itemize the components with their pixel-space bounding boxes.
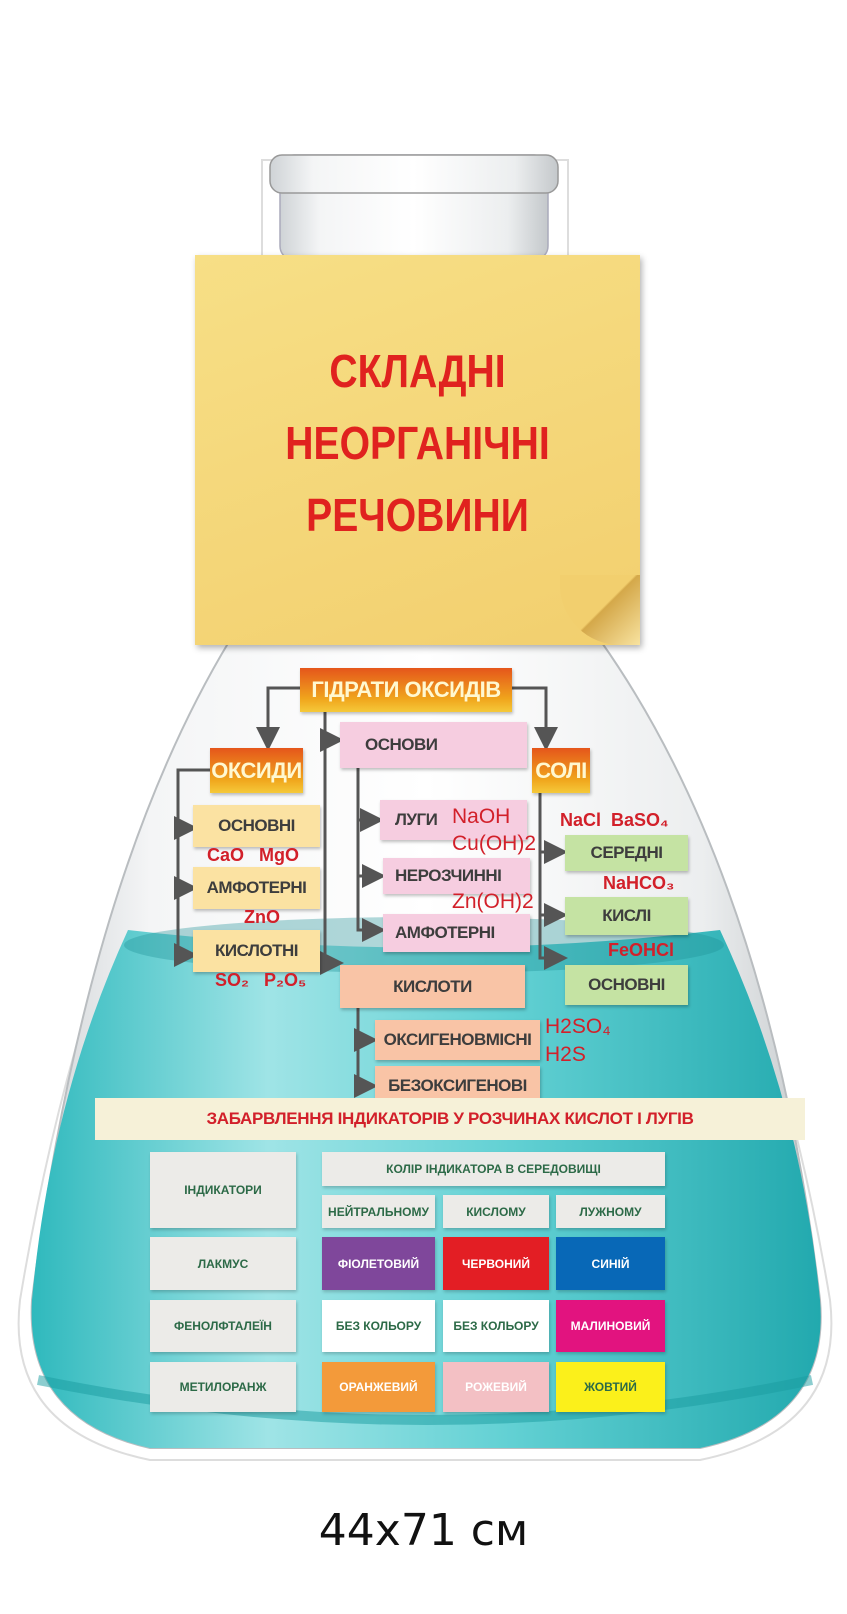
oxide-acidic: КИСЛОТНІ: [193, 930, 320, 972]
formula-mgo: MgO: [259, 845, 300, 865]
table-banner: ЗАБАРВЛЕННЯ ІНДИКАТОРІВ У РОЗЧИНАХ КИСЛО…: [95, 1098, 805, 1140]
title-note: СКЛАДНІ НЕОРГАНІЧНІ РЕЧОВИНИ: [195, 255, 640, 645]
phenolphthalein-acidic: БЕЗ КОЛЬОРУ: [443, 1300, 549, 1352]
salts-acidic: КИСЛІ: [565, 897, 688, 935]
bases-box: ОСНОВИ: [340, 722, 527, 768]
formula-cao: CaO: [207, 845, 245, 865]
formula-h2s: H2S: [545, 1043, 586, 1066]
formula-cuoh2: Cu(OH)2: [452, 832, 537, 855]
oxides-header: ОКСИДИ: [210, 748, 303, 793]
litmus-neutral: ФІОЛЕТОВИЙ: [322, 1237, 435, 1290]
phenolphthalein-neutral: БЕЗ КОЛЬОРУ: [322, 1300, 435, 1352]
row-methyl-orange-name: МЕТИЛОРАНЖ: [150, 1362, 296, 1412]
phenolphthalein-alkaline: МАЛИНОВИЙ: [556, 1300, 665, 1352]
acids-oxygen: ОКСИГЕНОВМІСНІ: [375, 1020, 540, 1060]
title-line: РЕЧОВИНИ: [306, 489, 529, 541]
formula-znoh2: Zn(OH)2: [452, 890, 534, 913]
acids-box: КИСЛОТИ: [340, 965, 525, 1008]
header-indicators: ІНДИКАТОРИ: [150, 1152, 296, 1228]
salts-basic: ОСНОВНІ: [565, 965, 688, 1005]
header-acidic: КИСЛОМУ: [443, 1195, 549, 1228]
formula-feohcl: FeOHCl: [608, 940, 675, 960]
formula-nahco3: NaHCO₃: [603, 873, 675, 893]
header-neutral: НЕЙТРАЛЬНОМУ: [322, 1195, 435, 1228]
formula-naoh: NaOH: [452, 805, 511, 828]
row-litmus-name: ЛАКМУС: [150, 1237, 296, 1290]
page-title: СКЛАДНІ НЕОРГАНІЧНІ РЕЧОВИНИ: [228, 335, 606, 551]
bases-alkali: ЛУГИ: [380, 800, 527, 840]
formula-zno: ZnO: [244, 907, 280, 927]
oxide-amphoteric: АМФОТЕРНІ: [193, 867, 320, 909]
litmus-acidic: ЧЕРВОНИЙ: [443, 1237, 549, 1290]
formula: SO₂ P₂O₅: [215, 970, 306, 991]
header-color-group: КОЛІР ІНДИКАТОРА В СЕРЕДОВИЩІ: [322, 1152, 665, 1186]
header-alkaline: ЛУЖНОМУ: [556, 1195, 665, 1228]
formula-h2so4: H2SO₄: [545, 1015, 611, 1038]
bases-amphoteric: АМФОТЕРНІ: [383, 914, 530, 952]
title-line: СКЛАДНІ: [329, 345, 506, 397]
litmus-alkaline: СИНІЙ: [556, 1237, 665, 1290]
row-phenolphthalein-name: ФЕНОЛФТАЛЕЇН: [150, 1300, 296, 1352]
methyl-orange-acidic: РОЖЕВИЙ: [443, 1362, 549, 1412]
formula-so2: SO₂: [215, 970, 250, 990]
formula: CaO MgO: [207, 845, 299, 866]
salts-normal: СЕРЕДНІ: [565, 835, 688, 871]
oxide-basic: ОСНОВНІ: [193, 805, 320, 847]
formula-p2o5: P₂O₅: [264, 970, 307, 990]
salts-header: СОЛІ: [532, 748, 590, 793]
title-line: НЕОРГАНІЧНІ: [285, 417, 550, 469]
hydrates-header: ГІДРАТИ ОКСИДІВ: [300, 668, 512, 712]
formula-nacl-baso4: NaCl BaSO₄: [560, 810, 669, 830]
size-caption: 44x71 см: [318, 1505, 529, 1556]
methyl-orange-alkaline: ЖОВТИЙ: [556, 1362, 665, 1412]
methyl-orange-neutral: ОРАНЖЕВИЙ: [322, 1362, 435, 1412]
bases-insoluble: НЕРОЗЧИННІ: [383, 858, 530, 894]
